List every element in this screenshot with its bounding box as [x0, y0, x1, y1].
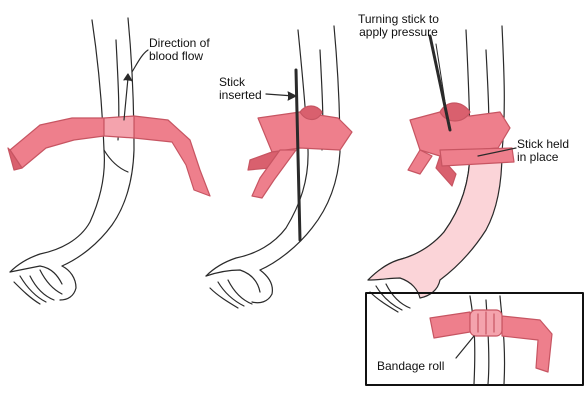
label-line: blood flow: [149, 50, 210, 63]
label-stick-held: Stick held in place: [517, 138, 569, 164]
inset-arm: [430, 296, 552, 384]
blood-flow-arrow: [124, 78, 128, 120]
label-bandage-roll: Bandage roll: [376, 360, 445, 373]
label-line: Bandage roll: [377, 360, 444, 373]
stick-inserted: [296, 70, 300, 240]
bandage-roll-pointer: [456, 336, 474, 358]
bandage-arm-1: [8, 116, 210, 196]
label-line: inserted: [219, 89, 262, 102]
label-turning-stick: Turning stick to apply pressure: [358, 13, 439, 39]
label-direction-of-blood-flow: Direction of blood flow: [149, 37, 210, 63]
label-stick-inserted: Stick inserted: [219, 76, 262, 102]
label-line: in place: [517, 151, 569, 164]
label-line: apply pressure: [358, 26, 439, 39]
